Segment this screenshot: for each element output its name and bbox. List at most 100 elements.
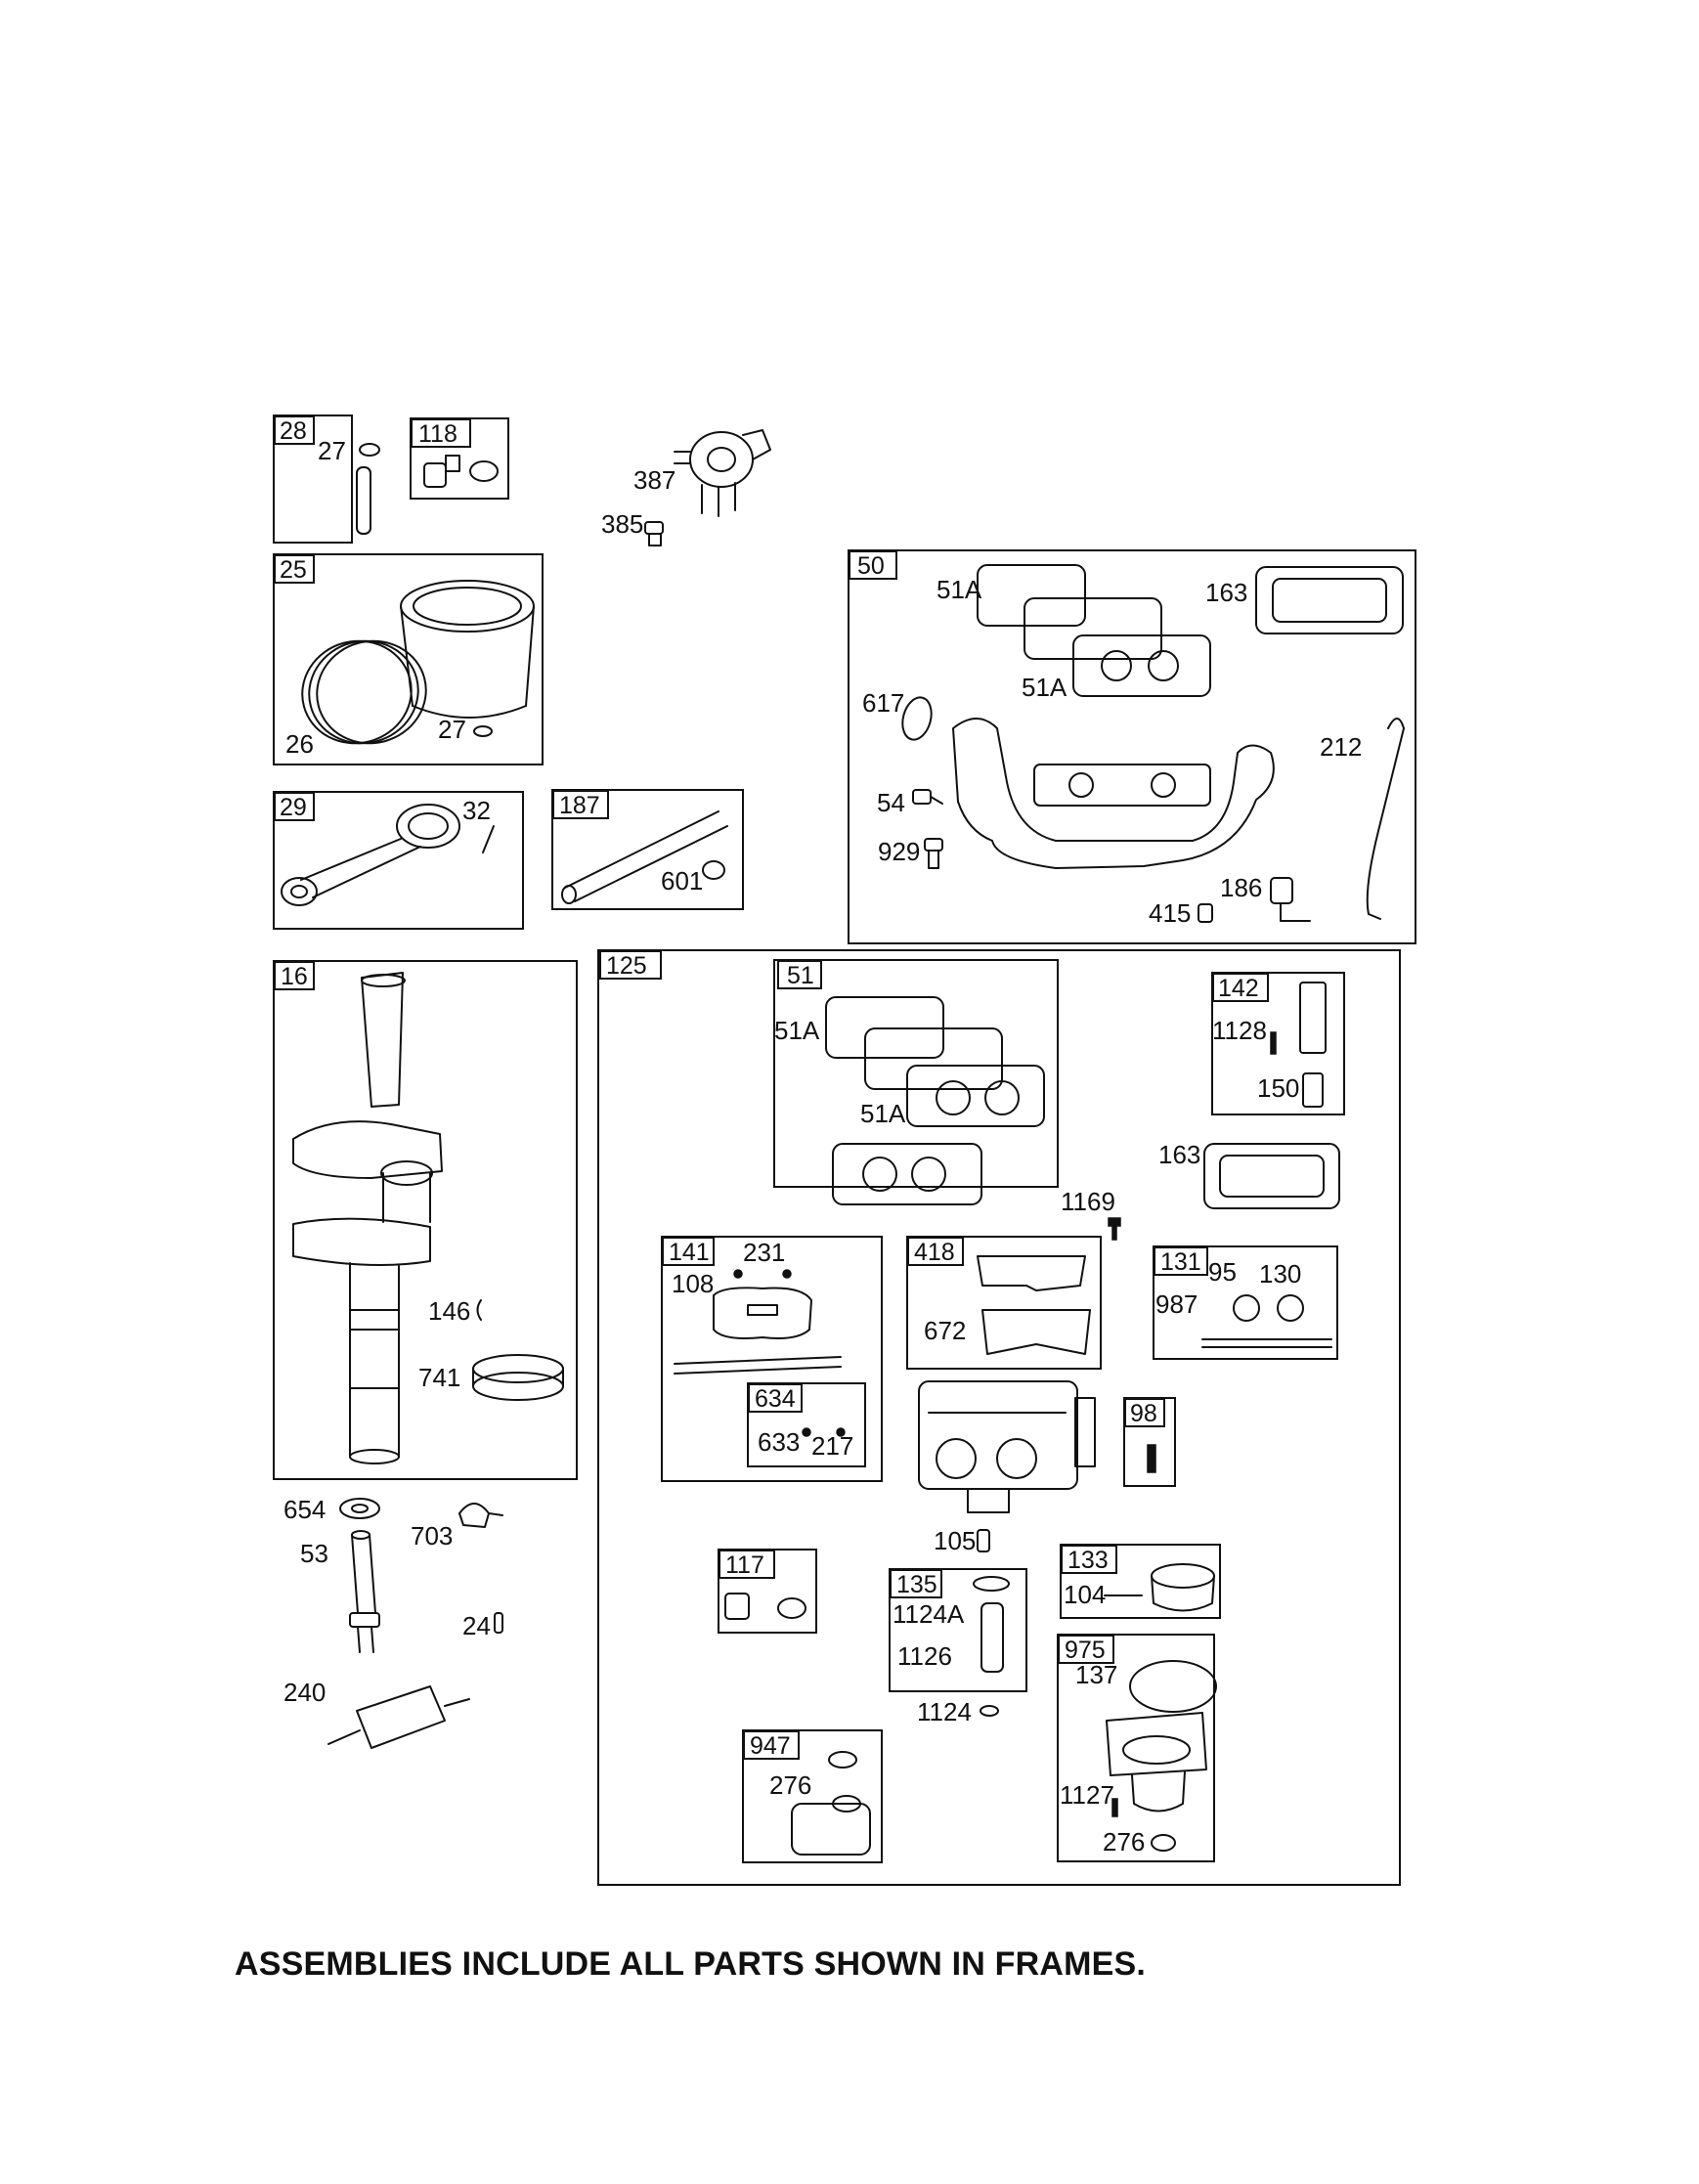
- part-label-212: 212: [1320, 732, 1362, 762]
- fuel-pump-icon: [674, 429, 771, 517]
- assembly-frame-28[interactable]: 28 27: [273, 415, 380, 544]
- choke-plate-icon: [1233, 1294, 1260, 1322]
- part-label-146: 146: [428, 1296, 470, 1326]
- part-label-387: 387: [633, 465, 675, 495]
- assembly-frame-133[interactable]: 133 104: [1060, 1544, 1221, 1619]
- part-label-51A: 51A: [1022, 673, 1067, 702]
- key-icon: [476, 1299, 482, 1321]
- part-label-240: 240: [283, 1678, 326, 1707]
- part-label-51A: 51A: [860, 1099, 906, 1128]
- gasket-icon: [1255, 566, 1404, 634]
- assembly-frame-142[interactable]: 142 1128 150: [1211, 972, 1345, 1115]
- retainer-clip-icon: [473, 725, 493, 737]
- throttle-plate-icon: [713, 1269, 812, 1339]
- assembly-frame-141[interactable]: 141 231 108 634 633 217: [661, 1236, 883, 1482]
- crankshaft-icon: [292, 972, 443, 1464]
- screw-icon: [1111, 1798, 1118, 1817]
- assembly-frame-947[interactable]: 947 276: [742, 1729, 883, 1863]
- elbow-fitting-icon: [1270, 877, 1311, 922]
- fitting-icon: [724, 1593, 750, 1620]
- assembly-frame-16[interactable]: 16 146 741: [273, 960, 578, 1480]
- part-label-27: 27: [438, 715, 466, 744]
- part-label-105: 105: [934, 1526, 976, 1555]
- part-label-633: 633: [758, 1427, 800, 1457]
- part-label-231: 231: [743, 1238, 785, 1267]
- plate-icon: [1302, 1072, 1324, 1108]
- part-label-703: 703: [411, 1521, 453, 1551]
- assembly-frame-975[interactable]: 975 137 1127 276: [1057, 1634, 1217, 1862]
- gasket-icon: [977, 1255, 1086, 1291]
- part-label-104: 104: [1064, 1580, 1106, 1609]
- frame-tag-187: 187: [559, 792, 600, 819]
- frame-tag-28: 28: [280, 417, 307, 445]
- frame-tag-141: 141: [669, 1239, 710, 1266]
- part-label-672: 672: [924, 1316, 966, 1345]
- part-label-26: 26: [285, 729, 314, 759]
- hose-clamp-icon: [702, 860, 725, 880]
- solenoid-icon: [1151, 1563, 1215, 1612]
- frame-tag-947: 947: [750, 1732, 791, 1760]
- washer-icon: [1151, 1834, 1176, 1852]
- assembly-frame-50[interactable]: 50 51A 51A 163 617 212 54: [848, 549, 1416, 944]
- screw-icon: [977, 1529, 990, 1552]
- assembly-frame-634[interactable]: 634 633 217: [747, 1382, 866, 1467]
- assembly-frame-117[interactable]: 117: [718, 1549, 817, 1634]
- part-label-601: 601: [661, 866, 703, 895]
- part-label-24: 24: [462, 1611, 491, 1640]
- gasket-icon: [1203, 1143, 1340, 1209]
- assembly-frame-418[interactable]: 418 672: [906, 1236, 1102, 1370]
- fitting-icon: [423, 455, 499, 488]
- part-label-1126: 1126: [897, 1641, 952, 1671]
- gasket-icon: [981, 1309, 1091, 1355]
- assembly-frame-98[interactable]: 98: [1123, 1397, 1176, 1487]
- part-label-276: 276: [1103, 1827, 1145, 1856]
- screw-icon: [924, 838, 943, 869]
- frame-tag-118: 118: [418, 420, 457, 448]
- part-label-163: 163: [1158, 1140, 1200, 1169]
- dipstick-tube-icon: [349, 1530, 380, 1653]
- washer-icon: [828, 1751, 857, 1769]
- frame-tag-634: 634: [755, 1385, 796, 1413]
- frame-tag-418: 418: [914, 1239, 955, 1266]
- part-label-741: 741: [418, 1363, 460, 1392]
- piston-icon: [400, 580, 535, 719]
- fuel-solenoid-icon: [791, 1795, 871, 1856]
- part-label-1169: 1169: [1061, 1187, 1115, 1216]
- wrist-pin-icon: [356, 443, 380, 535]
- assembly-frame-51[interactable]: 51 51A 51A: [773, 959, 1059, 1205]
- frame-tag-98: 98: [1130, 1400, 1157, 1427]
- fuel-pump-group[interactable]: 387 385: [601, 429, 771, 546]
- part-label-95: 95: [1208, 1257, 1237, 1287]
- assembly-frame-187[interactable]: 187 601: [551, 789, 744, 910]
- frame-tag-133: 133: [1067, 1547, 1109, 1574]
- piston-rings-icon: [301, 639, 427, 745]
- fuel-line-icon: [561, 810, 728, 904]
- choke-plate-icon: [1277, 1294, 1304, 1322]
- frame-tag-117: 117: [725, 1551, 764, 1579]
- governor-link-icon: [1366, 718, 1405, 920]
- part-label-137: 137: [1075, 1660, 1117, 1689]
- assembly-frame-29[interactable]: 29 32: [273, 791, 524, 930]
- assembly-frame-135[interactable]: 135 1124A 1126: [889, 1568, 1027, 1692]
- o-ring-icon: [980, 1705, 999, 1717]
- rod-bolt-icon: [482, 825, 495, 853]
- pin-icon: [494, 1612, 503, 1634]
- assembly-frame-25[interactable]: 25 26 27: [273, 553, 544, 765]
- o-ring-icon: [1129, 1660, 1217, 1713]
- throttle-shaft-icon: [674, 1356, 842, 1375]
- part-label-186: 186: [1220, 873, 1262, 902]
- part-label-51A: 51A: [774, 1016, 820, 1045]
- part-label-385: 385: [601, 509, 643, 539]
- ball-icon: [802, 1427, 811, 1437]
- frame-tag-125: 125: [606, 952, 647, 980]
- assembly-frame-125[interactable]: 125 51 51A 51A 142 1128: [597, 949, 1401, 1886]
- part-label-617: 617: [862, 688, 904, 718]
- assembly-frame-131[interactable]: 131 95 130 987: [1153, 1245, 1338, 1360]
- assembly-frame-118[interactable]: 118: [410, 417, 509, 500]
- screw-icon: [1270, 1031, 1277, 1055]
- part-label-1127: 1127: [1060, 1780, 1114, 1810]
- bracket-icon: [1299, 982, 1327, 1054]
- part-label-32: 32: [462, 796, 491, 825]
- frame-tag-51: 51: [787, 962, 814, 989]
